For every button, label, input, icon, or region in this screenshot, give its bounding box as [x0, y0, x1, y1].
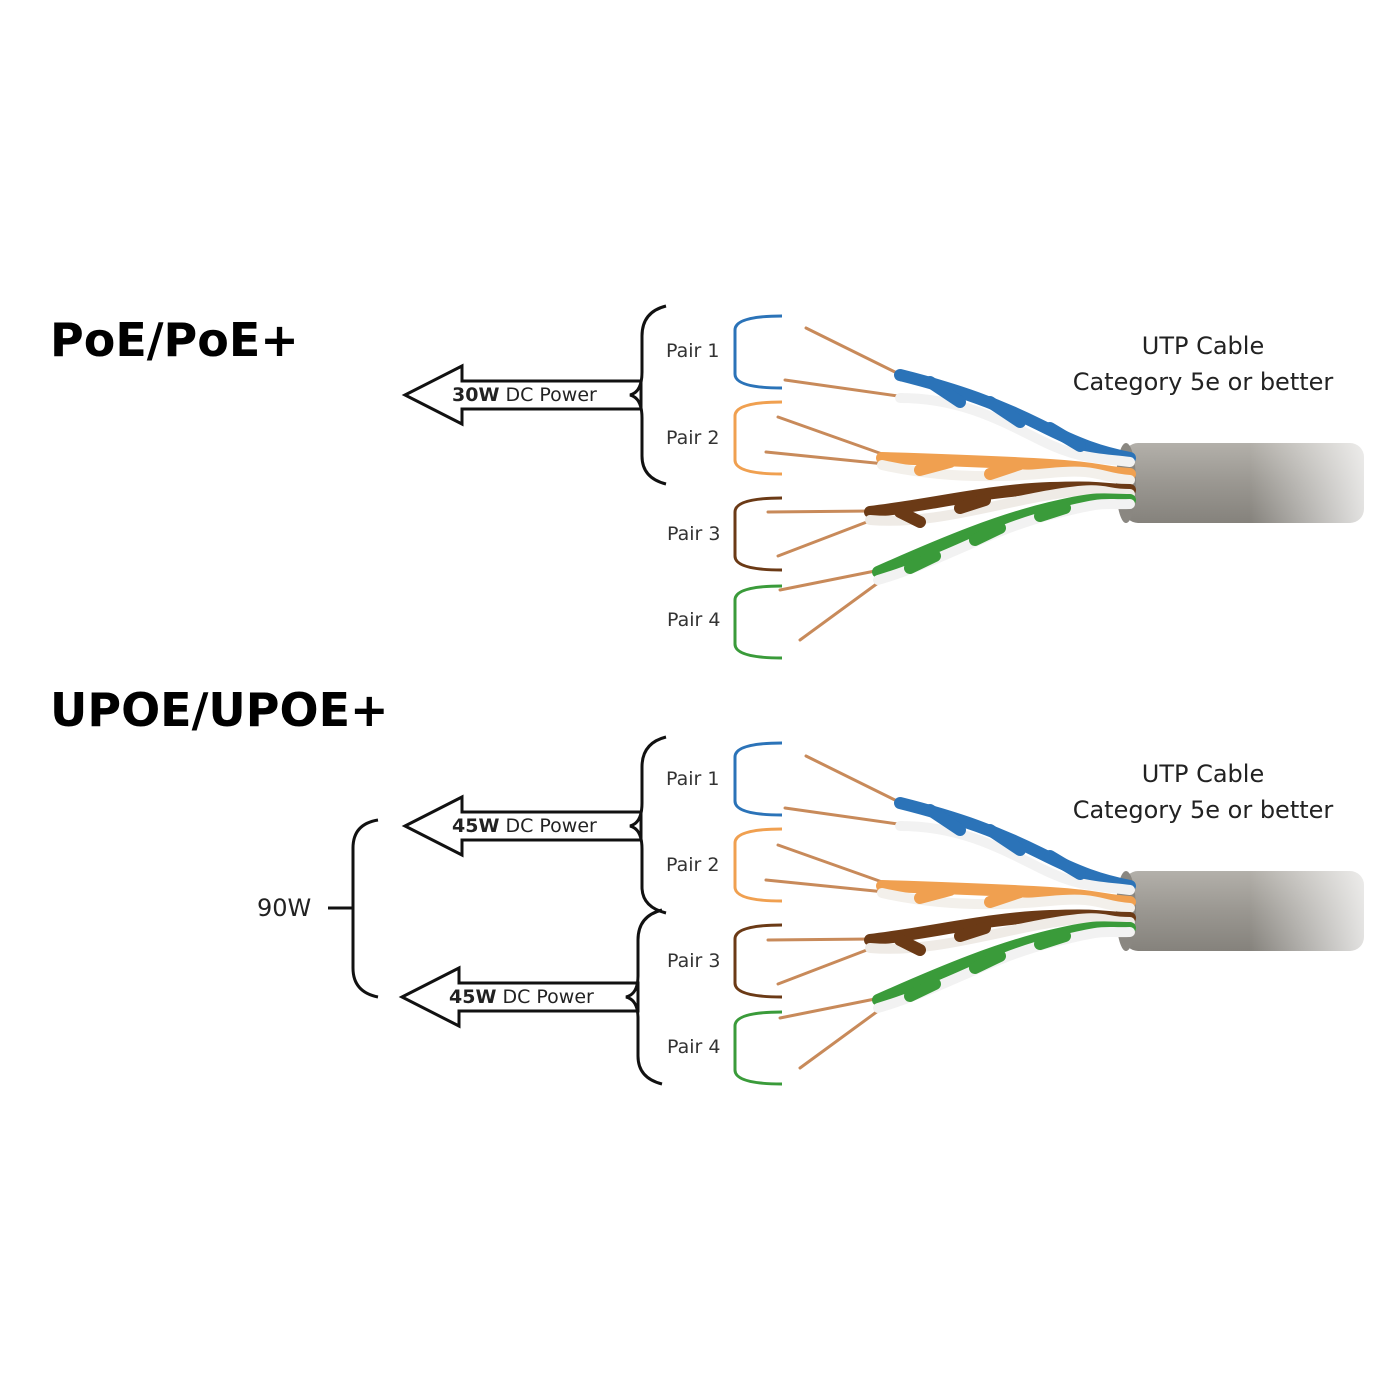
pair-label-4: Pair 4	[667, 1036, 720, 1058]
cable-label-line1: UTP Cable	[1142, 332, 1264, 360]
arrow-watts: 45W	[452, 815, 499, 837]
arrow-watts: 45W	[449, 986, 496, 1008]
pair-label-2: Pair 2	[666, 854, 719, 876]
arrow-text: DC Power	[499, 384, 597, 406]
pairs-1-2-brace	[629, 304, 667, 486]
pair-bracket-4	[733, 1010, 783, 1086]
total-power-label: 90W	[257, 894, 311, 922]
pair-bracket-1	[733, 741, 783, 817]
arrow-text: DC Power	[499, 815, 597, 837]
pair-bracket-3	[733, 496, 783, 572]
pair-label-3: Pair 3	[667, 950, 720, 972]
power-arrow-label: 30W DC Power	[452, 384, 597, 406]
pair-label-3: Pair 3	[667, 523, 720, 545]
total-brace	[351, 818, 379, 999]
arrow-watts: 30W	[452, 384, 499, 406]
pair-bracket-1	[733, 314, 783, 390]
power-arrow-label: 45W DC Power	[452, 815, 597, 837]
power-arrow-lower: 45W DC Power	[398, 965, 640, 1029]
section-upoe: UPOE/UPOE+ 90W 45W DC Power 45W DC Power…	[50, 683, 1400, 1086]
pair-label-2: Pair 2	[666, 427, 719, 449]
utp-cable-illustration	[764, 326, 1400, 642]
power-arrow-label: 45W DC Power	[449, 986, 594, 1008]
pair-label-1: Pair 1	[666, 340, 719, 362]
pair-label-1: Pair 1	[666, 768, 719, 790]
cable-label-line2: Category 5e or better	[1073, 796, 1334, 824]
section-poe: PoE/PoE+ 30W DC Power Pair 1 Pair 2 Pair…	[50, 304, 1400, 660]
pairs-1-2-brace	[629, 735, 667, 915]
section-heading: UPOE/UPOE+	[50, 683, 389, 737]
arrow-text: DC Power	[496, 986, 594, 1008]
cable-label-line1: UTP Cable	[1142, 760, 1264, 788]
pair-bracket-2	[733, 827, 783, 903]
pair-bracket-3	[733, 923, 783, 999]
power-arrow: 30W DC Power	[401, 363, 643, 427]
pair-bracket-4	[733, 584, 783, 660]
utp-cable-illustration	[764, 754, 1400, 1070]
pair-bracket-2	[733, 400, 783, 476]
pairs-3-4-brace	[625, 908, 663, 1086]
section-heading: PoE/PoE+	[50, 313, 299, 367]
cable-label-line2: Category 5e or better	[1073, 368, 1334, 396]
power-arrow-upper: 45W DC Power	[401, 794, 643, 858]
pair-label-4: Pair 4	[667, 609, 720, 631]
